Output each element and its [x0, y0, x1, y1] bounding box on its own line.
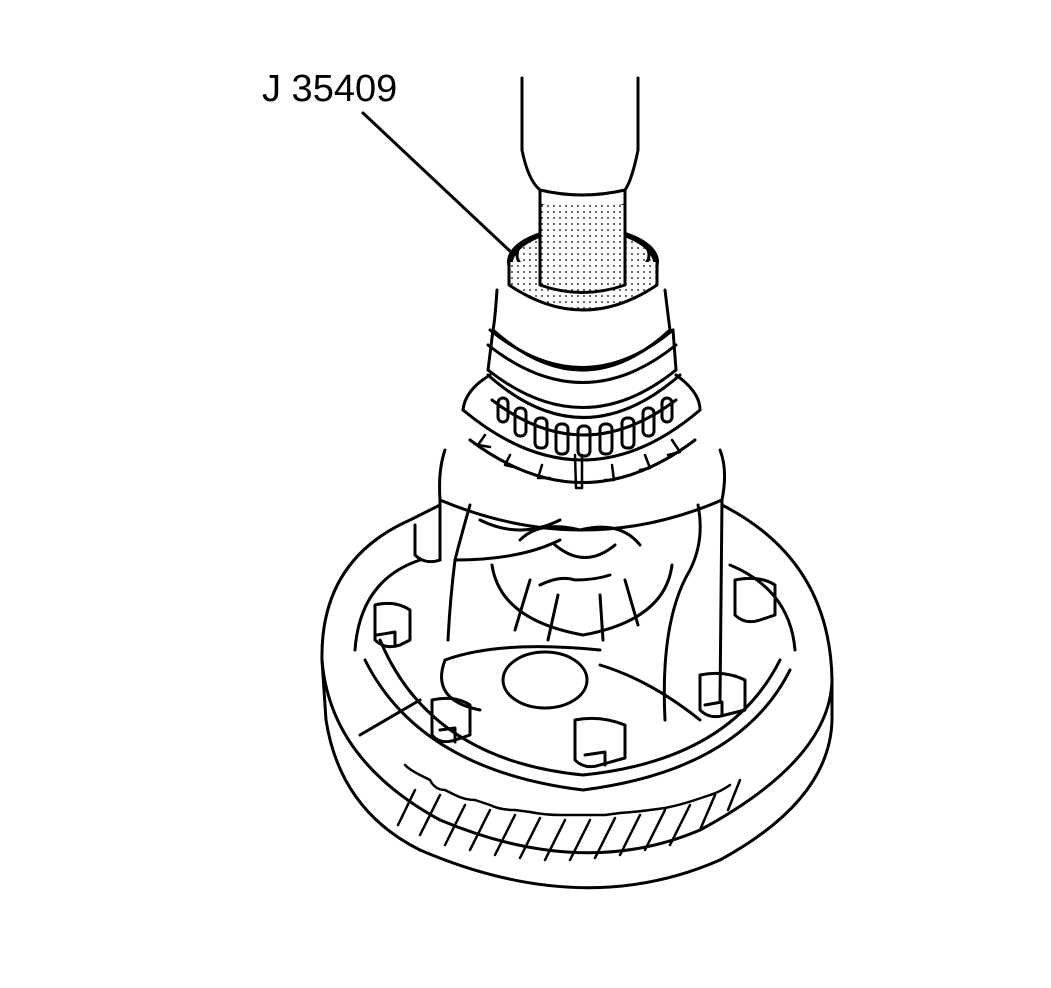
ring-gear	[320, 503, 834, 890]
driver-handle	[520, 76, 640, 207]
bearing-cage-clips	[476, 433, 682, 490]
bearing-cup	[486, 288, 678, 409]
bearing-installer-tool	[507, 203, 659, 312]
ring-gear-teeth	[396, 763, 742, 862]
tool-callout-label: J 35409	[262, 68, 398, 110]
side-gear	[490, 525, 674, 642]
bearing-rollers	[461, 373, 702, 484]
callout-leader-line	[361, 111, 514, 255]
ring-gear-bolts	[373, 523, 777, 769]
differential-case	[438, 448, 727, 722]
